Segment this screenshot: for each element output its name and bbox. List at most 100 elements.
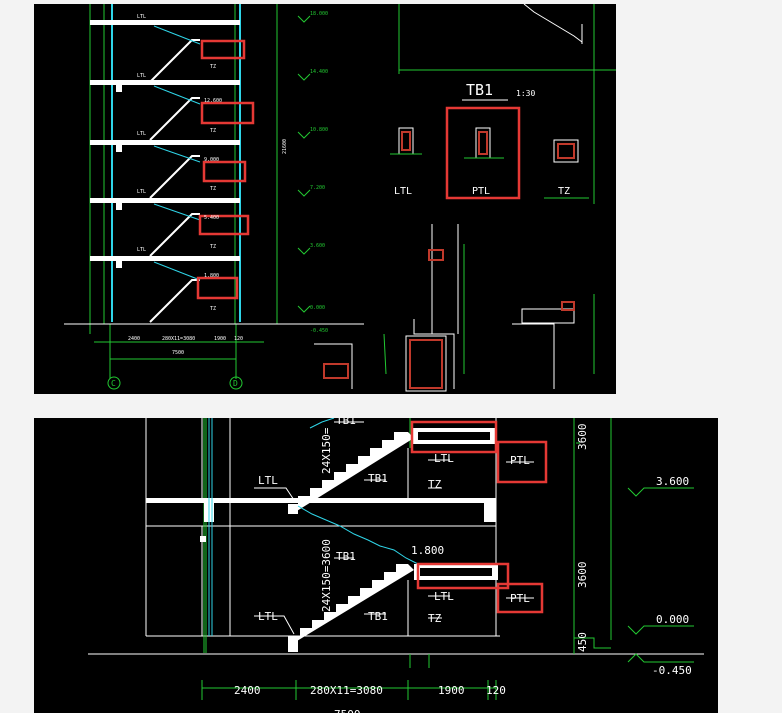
ptl-label-box-lower [496, 582, 544, 614]
height-upper: 3600 [576, 424, 589, 451]
height-lower: 3600 [576, 562, 589, 589]
floor-slabs [90, 20, 240, 268]
dim-label: 280X11=3080 [310, 684, 383, 697]
upper-landing-inner [418, 432, 490, 440]
stair-small-labels: LTL LTL LTL LTL LTL TZ TZ TZ TZ TZ 12.60… [137, 14, 222, 312]
upper-stair-flight [288, 432, 414, 514]
elev-label: -0.450 [310, 328, 328, 334]
lower-right-dims [383, 244, 595, 375]
ltl-label: LTL [137, 131, 146, 137]
ptl-highlight-boxes [196, 39, 255, 300]
column-stub [200, 536, 206, 542]
axis-d-label: D [233, 379, 238, 388]
landing-elevation: 1.800 [411, 544, 444, 557]
tz-label: TZ [210, 128, 216, 134]
landing-label: 1.800 [204, 273, 219, 279]
top-drawing-svg: 18.000 14.400 10.800 7.200 3.600 0.000 -… [64, 4, 616, 392]
landing-label: 5.400 [204, 215, 219, 221]
floor-slab [146, 498, 496, 503]
cyan-stair-lines [208, 418, 419, 636]
elevation-markers [297, 15, 311, 313]
elev-neg: -0.450 [652, 664, 692, 677]
ltl-label: LTL [434, 452, 454, 465]
elevation-triangles [627, 487, 694, 663]
tb1-label: TB1 [368, 610, 388, 623]
tz-label: TZ [210, 64, 216, 70]
tb1-label: TB1 [336, 418, 356, 427]
ptl-label: PTL [510, 592, 530, 605]
bottom-dimensions: 2400 280X11=3080 1900 120 7500 [128, 336, 243, 356]
elev-label: 7.200 [310, 185, 325, 191]
dim-label: 2400 [234, 684, 261, 697]
lower-stair-flight [288, 564, 414, 644]
elev-label: 10.800 [310, 127, 328, 133]
dim-total: 7500 [172, 350, 184, 356]
stair-labels: TB1 TB1 TB1 TB1 LTL LTL LTL LTL TZ TZ PT… [258, 418, 530, 625]
ptl-highlight-lower [416, 562, 510, 590]
dim-label: 120 [234, 336, 243, 342]
tb1-scale: 1:30 [516, 89, 535, 98]
upper-ltl-beam [288, 504, 298, 514]
ltl-label: LTL [137, 247, 146, 253]
tz-label: TZ [210, 244, 216, 250]
flight-lower-label: 24X150=3600 [320, 539, 333, 612]
axis-bubbles [107, 376, 243, 390]
bottom-drawing-svg: TB1 TB1 TB1 TB1 LTL LTL LTL LTL TZ TZ PT… [88, 418, 704, 713]
elev-label: 18.000 [310, 11, 328, 17]
ltl-label: LTL [137, 14, 146, 20]
dim-total: 7500 [334, 708, 361, 713]
ptl-highlight-upper [410, 420, 498, 454]
bottom-dimensions: 2400 280X11=3080 1900 120 7500 [234, 684, 506, 713]
elev-label: 0.000 [310, 305, 325, 311]
green-grid [201, 418, 612, 700]
landing-label: 12.600 [204, 98, 222, 104]
ltl-label: LTL [258, 610, 278, 623]
flight-upper-label: 24X150= [320, 427, 333, 474]
top-drawing-panel: 18.000 14.400 10.800 7.200 3.600 0.000 -… [34, 4, 616, 394]
axis-c-label: C [111, 379, 116, 388]
ltl-label: LTL [434, 590, 454, 603]
tb1-title: TB1 [466, 81, 493, 99]
ptl-highlight-box [445, 106, 521, 200]
tb1-label: TB1 [368, 472, 388, 485]
lower-right-details [314, 224, 575, 392]
tz-label: TZ [210, 306, 216, 312]
height-base: 450 [576, 632, 589, 652]
section-ltl: LTL [390, 127, 422, 197]
elevation-labels: 18.000 14.400 10.800 7.200 3.600 0.000 -… [310, 11, 328, 334]
ltl-label: LTL [137, 73, 146, 79]
elev-0: 0.000 [656, 613, 689, 626]
tz-section-label: TZ [558, 186, 570, 197]
ptl-highlight-boxes [410, 420, 548, 614]
stair-cyan-lines [153, 25, 201, 281]
tz-label: TZ [428, 478, 442, 491]
lower-landing-inner [420, 568, 492, 576]
leader-lines [254, 421, 534, 635]
tb1-label: TB1 [336, 550, 356, 563]
elev-label: 3.600 [310, 243, 325, 249]
bottom-drawing-panel: TB1 TB1 TB1 TB1 LTL LTL LTL LTL TZ TZ PT… [34, 418, 718, 713]
ltl-label: LTL [137, 189, 146, 195]
tz-label: TZ [428, 612, 442, 625]
ptl-section-label: PTL [472, 186, 490, 197]
upper-stair-detail [523, 4, 583, 44]
elev-3600: 3.600 [656, 475, 689, 488]
ltl-label: LTL [258, 474, 278, 487]
section-ptl: PTL [445, 106, 521, 200]
dim-label: 1900 [214, 336, 226, 342]
dim-label: 2400 [128, 336, 140, 342]
ptl-label: PTL [510, 454, 530, 467]
beam-right [484, 498, 496, 522]
stair-height-label: 21600 [282, 139, 288, 154]
height-dims: 3600 3600 450 [576, 424, 589, 653]
dim-label: 1900 [438, 684, 465, 697]
landing-label: 9.000 [204, 157, 219, 163]
elev-label: 14.400 [310, 69, 328, 75]
lower-ltl-beam [288, 636, 298, 652]
dim-label: 280X11=3080 [162, 336, 195, 342]
ltl-section-label: LTL [394, 186, 412, 197]
ptl-label-box-upper [496, 440, 548, 484]
dim-label: 120 [486, 684, 506, 697]
elevation-labels: 3.600 0.000 -0.450 [652, 475, 692, 677]
section-tz: TZ [544, 139, 589, 199]
